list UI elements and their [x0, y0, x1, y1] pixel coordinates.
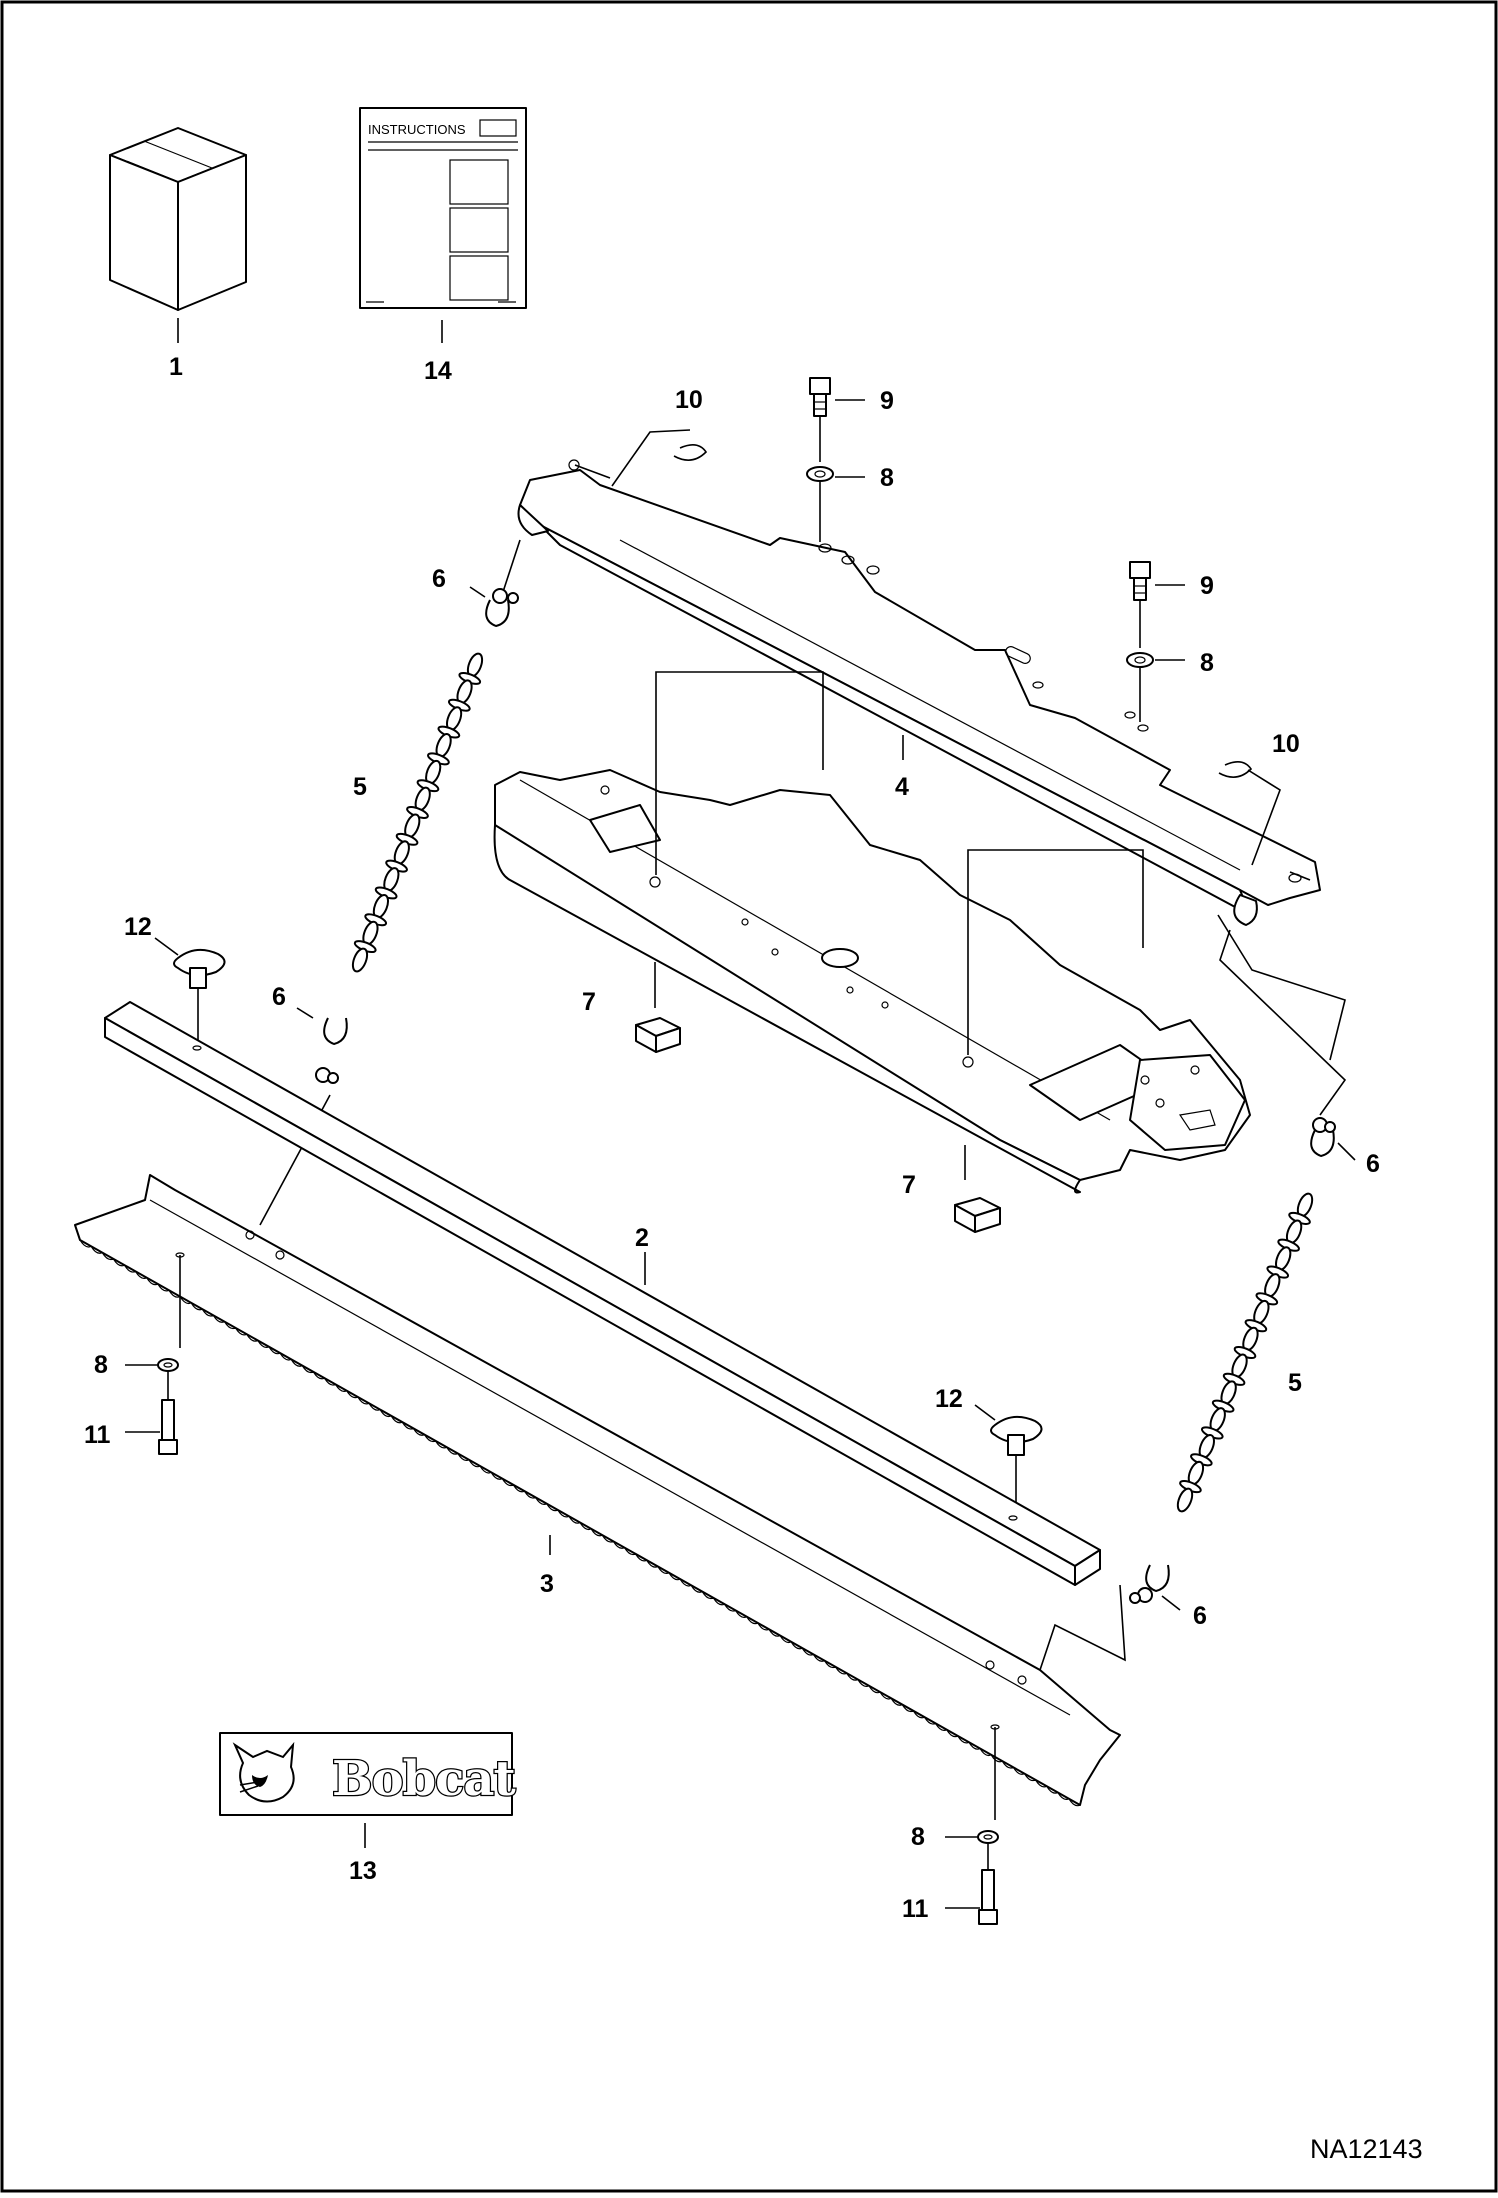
callout-6-top-left: 6	[432, 565, 446, 593]
callout-8-left: 8	[94, 1351, 108, 1379]
main-frame	[493, 769, 1251, 1194]
callout-8-right: 8	[1200, 649, 1214, 677]
item-9-bolts-top	[806, 377, 1185, 722]
callout-13: 13	[349, 1857, 377, 1885]
callout-6-mid-left: 6	[272, 983, 286, 1011]
item-13-decal: Bobcat	[219, 1732, 518, 1848]
leader-lines	[654, 671, 1347, 1180]
item-7-blocks	[635, 1017, 1001, 1233]
callout-5-right: 5	[1288, 1369, 1302, 1397]
bobcat-logo-icon	[232, 1741, 295, 1803]
callout-8-top: 8	[880, 464, 894, 492]
callout-12-left: 12	[124, 913, 152, 941]
item-6-shackles	[296, 586, 1356, 1611]
chain-link	[1176, 1487, 1194, 1513]
instructions-title: INSTRUCTIONS	[368, 122, 466, 137]
callout-11-bottom: 11	[902, 1895, 929, 1923]
item-3-cutting-edge	[74, 1174, 1121, 1820]
callout-7-left: 7	[582, 988, 596, 1016]
callout-labels: 1 14 10 9 8 6 9 8 4 10 5 12 6 7 6 7 2 8 …	[84, 353, 1380, 1923]
callout-6-right: 6	[1366, 1150, 1380, 1178]
callout-4: 4	[895, 773, 909, 801]
item-2-bar	[104, 1001, 1101, 1586]
item-8-11-lower-hardware	[125, 1358, 999, 1925]
item-12-knobs	[154, 937, 1043, 1515]
callout-5-left: 5	[353, 773, 367, 801]
callout-9-top: 9	[880, 387, 894, 415]
callout-7-right: 7	[902, 1171, 916, 1199]
chain-link	[351, 947, 369, 973]
callout-3: 3	[540, 1570, 554, 1598]
logo-text: Bobcat	[332, 1751, 515, 1807]
item-14-instructions	[359, 107, 527, 343]
callout-12-right: 12	[935, 1385, 963, 1413]
callout-10-right: 10	[1272, 730, 1300, 758]
item-4-top-bracket	[517, 459, 1321, 926]
callout-9-right: 9	[1200, 572, 1214, 600]
callout-11-left: 11	[84, 1421, 111, 1449]
item-1-box	[109, 127, 247, 343]
callout-1: 1	[169, 353, 183, 381]
callout-6-bottom: 6	[1193, 1602, 1207, 1630]
callout-8-bottom: 8	[911, 1823, 925, 1851]
callout-14: 14	[424, 357, 452, 385]
drawing-reference: NA12143	[1310, 2134, 1423, 2164]
item-5-chains	[259, 539, 1346, 1701]
item-10-pins	[611, 429, 1281, 866]
callout-10-top: 10	[675, 386, 703, 414]
callout-2: 2	[635, 1224, 649, 1252]
